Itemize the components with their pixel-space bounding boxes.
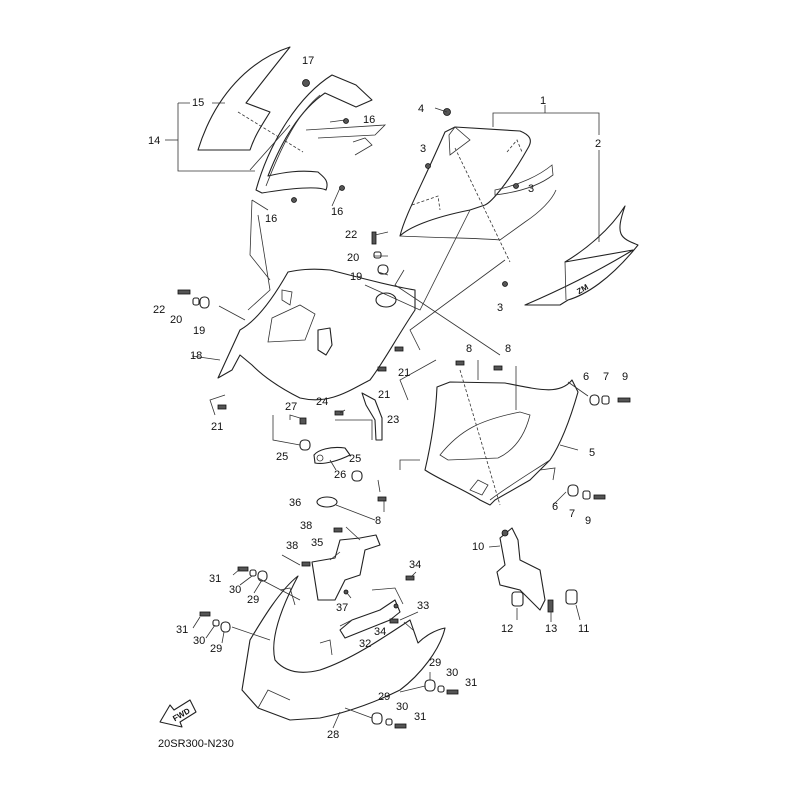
callout-30: 30 bbox=[446, 667, 458, 679]
bracket-assembly bbox=[496, 527, 578, 613]
callout-7: 7 bbox=[603, 371, 609, 383]
callout-19: 19 bbox=[193, 325, 205, 337]
callout-2: 2 bbox=[595, 138, 601, 150]
callout-6: 6 bbox=[583, 371, 589, 383]
callout-16: 16 bbox=[363, 114, 375, 126]
callout-37: 37 bbox=[336, 602, 348, 614]
callout-21: 21 bbox=[211, 421, 223, 433]
callout-21: 21 bbox=[398, 367, 410, 379]
callout-14: 14 bbox=[148, 135, 160, 147]
callout-27: 27 bbox=[285, 401, 297, 413]
callout-15: 15 bbox=[192, 97, 204, 109]
callout-31: 31 bbox=[209, 573, 221, 585]
callout-6: 6 bbox=[552, 501, 558, 513]
inner-panel bbox=[217, 268, 416, 401]
upper-cowling bbox=[255, 74, 387, 194]
callout-23: 23 bbox=[387, 414, 399, 426]
callout-29: 29 bbox=[247, 594, 259, 606]
callout-25: 25 bbox=[276, 451, 288, 463]
callout-8: 8 bbox=[466, 343, 472, 355]
callout-9: 9 bbox=[622, 371, 628, 383]
lower-cowling bbox=[424, 379, 579, 506]
callout-13: 13 bbox=[545, 623, 557, 635]
callout-29: 29 bbox=[210, 643, 222, 655]
callout-31: 31 bbox=[465, 677, 477, 689]
callout-1: 1 bbox=[540, 95, 546, 107]
callout-29: 29 bbox=[378, 691, 390, 703]
callout-8: 8 bbox=[375, 515, 381, 527]
callout-31: 31 bbox=[414, 711, 426, 723]
callout-5: 5 bbox=[589, 447, 595, 459]
callout-20: 20 bbox=[170, 314, 182, 326]
under-cowling bbox=[241, 575, 446, 721]
callout-20: 20 bbox=[347, 252, 359, 264]
callout-3: 3 bbox=[420, 143, 426, 155]
callout-16: 16 bbox=[265, 213, 277, 225]
cowling-decal: ZM bbox=[524, 205, 639, 306]
callout-30: 30 bbox=[229, 584, 241, 596]
callout-33: 33 bbox=[417, 600, 429, 612]
cowling-stays bbox=[311, 534, 404, 639]
callout-24: 24 bbox=[316, 396, 328, 408]
callout-17: 17 bbox=[302, 55, 314, 67]
callout-34: 34 bbox=[409, 559, 421, 571]
callout-30: 30 bbox=[396, 701, 408, 713]
callout-25: 25 bbox=[349, 453, 361, 465]
callout-4: 4 bbox=[418, 103, 424, 115]
callout-38: 38 bbox=[300, 520, 312, 532]
callout-22: 22 bbox=[153, 304, 165, 316]
callout-labels: 1 2 3 3 3 4 5 6 6 7 7 8 8 8 9 9 10 11 12… bbox=[148, 55, 628, 741]
callout-32: 32 bbox=[359, 638, 371, 650]
callout-22: 22 bbox=[345, 229, 357, 241]
callout-9: 9 bbox=[585, 515, 591, 527]
callout-30: 30 bbox=[193, 635, 205, 647]
windscreen bbox=[197, 46, 304, 153]
callout-3: 3 bbox=[497, 302, 503, 314]
callout-3: 3 bbox=[528, 183, 534, 195]
callout-10: 10 bbox=[472, 541, 484, 553]
callout-36: 36 bbox=[289, 497, 301, 509]
callout-26: 26 bbox=[334, 469, 346, 481]
callout-21: 21 bbox=[378, 389, 390, 401]
callout-11: 11 bbox=[578, 623, 589, 635]
callout-29: 29 bbox=[429, 657, 441, 669]
callout-34: 34 bbox=[374, 626, 386, 638]
callout-38: 38 bbox=[286, 540, 298, 552]
drawing-code: 20SR300-N230 bbox=[158, 738, 234, 750]
fasteners bbox=[177, 79, 631, 729]
callout-8: 8 bbox=[505, 343, 511, 355]
forward-direction-arrow: FWD bbox=[159, 699, 197, 728]
callout-19: 19 bbox=[350, 271, 362, 283]
callout-28: 28 bbox=[327, 729, 339, 741]
leader-lines bbox=[165, 102, 600, 729]
stay-brackets bbox=[313, 392, 383, 464]
callout-31: 31 bbox=[176, 624, 188, 636]
callout-7: 7 bbox=[569, 508, 575, 520]
callout-16: 16 bbox=[331, 206, 343, 218]
callout-18: 18 bbox=[190, 350, 202, 362]
callout-12: 12 bbox=[501, 623, 513, 635]
callout-35: 35 bbox=[311, 537, 323, 549]
